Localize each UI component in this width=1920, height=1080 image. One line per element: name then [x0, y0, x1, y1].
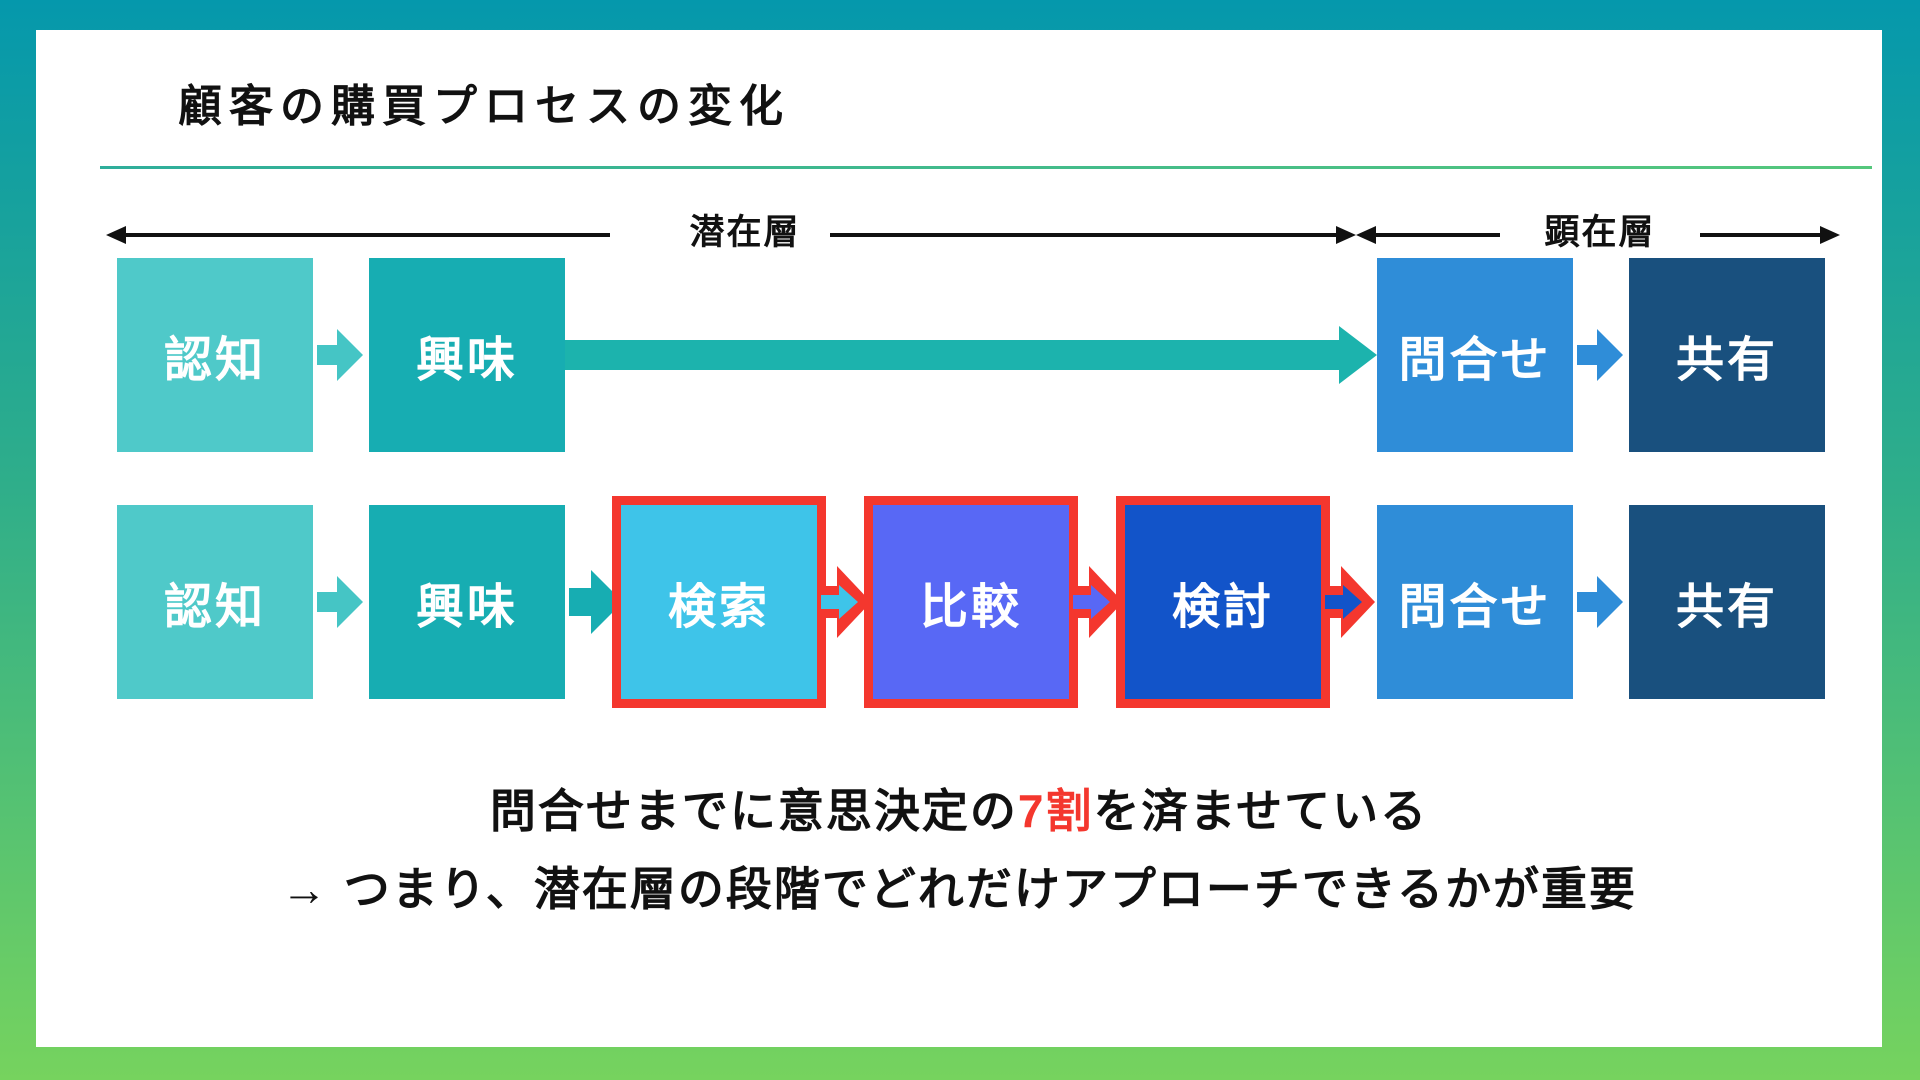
- stage-box-compare-highlighted: 比較: [864, 496, 1078, 708]
- flow-arrow-icon: [1577, 570, 1625, 634]
- long-flow-arrow-icon: [565, 340, 1339, 370]
- conclusion-line1-pre: 問合せまでに意思決定の: [489, 785, 1018, 837]
- conclusion-line1: 問合せまでに意思決定の7割を済ませている: [36, 772, 1882, 850]
- highlighted-flow-arrow-icon: [1069, 562, 1125, 642]
- highlighted-flow-arrow-icon: [817, 562, 873, 642]
- flow-arrow-icon: [317, 323, 365, 387]
- stage-box-consider-highlighted: 検討: [1116, 496, 1330, 708]
- evident-range-line-left: [1372, 233, 1500, 237]
- highlighted-flow-arrow-icon: [1321, 562, 1377, 642]
- conclusion-line1-post: を済ませている: [1093, 785, 1429, 837]
- stage-box-search-highlighted: 検索: [612, 496, 826, 708]
- arrow-right-icon: [1336, 226, 1356, 244]
- arrow-left-icon: [106, 226, 126, 244]
- flow-arrow-icon: [317, 570, 365, 634]
- latent-range-line-right: [830, 233, 1336, 237]
- stage-box-share-row1: 共有: [1629, 258, 1825, 452]
- flow-arrow-icon: [569, 562, 625, 642]
- stage-box-inquiry-row2: 問合せ: [1377, 505, 1573, 699]
- title-underline: [100, 166, 1872, 169]
- evident-range-line-right: [1700, 233, 1820, 237]
- stage-box-inquiry-row1: 問合せ: [1377, 258, 1573, 452]
- evident-layer-label: 顕在層: [1500, 210, 1700, 256]
- page-title: 顧客の購買プロセスの変化: [178, 82, 790, 131]
- latent-range-line-left: [124, 233, 610, 237]
- stage-box-awareness-row1: 認知: [117, 258, 313, 452]
- arrow-right-icon: [1820, 226, 1840, 244]
- conclusion-line2: → つまり、潜在層の段階でどれだけアプローチできるかが重要: [280, 863, 1638, 915]
- diagram-card: 顧客の購買プロセスの変化 潜在層 顕在層 認知 興味 問合せ 共有 認知 興味 …: [36, 30, 1882, 1047]
- conclusion-highlight: 7割: [1017, 785, 1094, 837]
- stage-box-awareness-row2: 認知: [117, 505, 313, 699]
- arrow-left-icon: [1356, 226, 1376, 244]
- conclusion-text: 問合せまでに意思決定の7割を済ませている → つまり、潜在層の段階でどれだけアプ…: [36, 772, 1882, 928]
- latent-layer-label: 潜在層: [645, 210, 845, 256]
- stage-box-interest-row1: 興味: [369, 258, 565, 452]
- flow-arrow-icon: [1577, 323, 1625, 387]
- long-flow-arrow-head-icon: [1339, 326, 1377, 384]
- stage-box-interest-row2: 興味: [369, 505, 565, 699]
- stage-box-share-row2: 共有: [1629, 505, 1825, 699]
